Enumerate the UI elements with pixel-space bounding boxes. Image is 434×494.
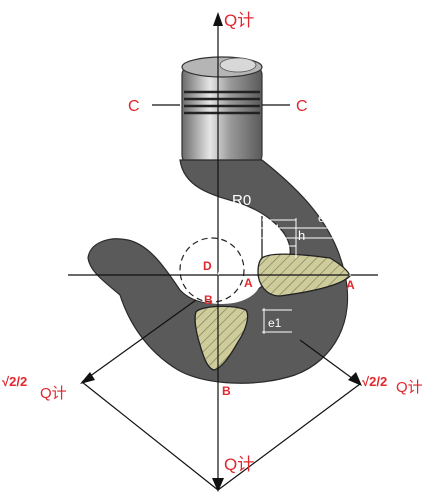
point-a-inner-label: A (244, 276, 253, 290)
section-c-label-left: C (128, 98, 140, 115)
e1-lower-label: e1 (268, 316, 282, 330)
force-triangle (80, 299, 362, 492)
h-label: h (298, 228, 305, 243)
component-left-coef: √2/2 (2, 374, 27, 389)
point-b-lower-label: B (222, 384, 231, 398)
hook-shank (181, 56, 263, 166)
hook-body (87, 159, 349, 384)
load-label-bottom: Q计 (224, 455, 254, 474)
point-b-upper-label: B (204, 293, 213, 307)
pin-circle-dashed (179, 237, 245, 303)
axis-lines (68, 18, 378, 490)
component-right-load: Q计 (396, 379, 423, 396)
section-c-label-right: C (296, 98, 308, 115)
load-label-top: Q计 (224, 11, 254, 30)
section-b-b (194, 305, 249, 371)
radius-label: R0 (232, 192, 251, 209)
point-d-label: D (203, 259, 212, 273)
component-left-load: Q计 (40, 385, 67, 402)
component-force-left: √2/2 Q计 (2, 374, 67, 402)
e1-top-label: e1 (268, 223, 280, 235)
shank-thread-rings (184, 90, 260, 115)
e2-label: e2 (318, 211, 332, 225)
dimension-lines (217, 213, 351, 334)
hook-throat (178, 241, 262, 304)
component-right-coef: √2/2 (362, 374, 387, 389)
point-a-outer-label: A (346, 278, 355, 292)
component-force-right: √2/2 Q计 (362, 374, 423, 396)
load-arrow-top (213, 12, 223, 26)
